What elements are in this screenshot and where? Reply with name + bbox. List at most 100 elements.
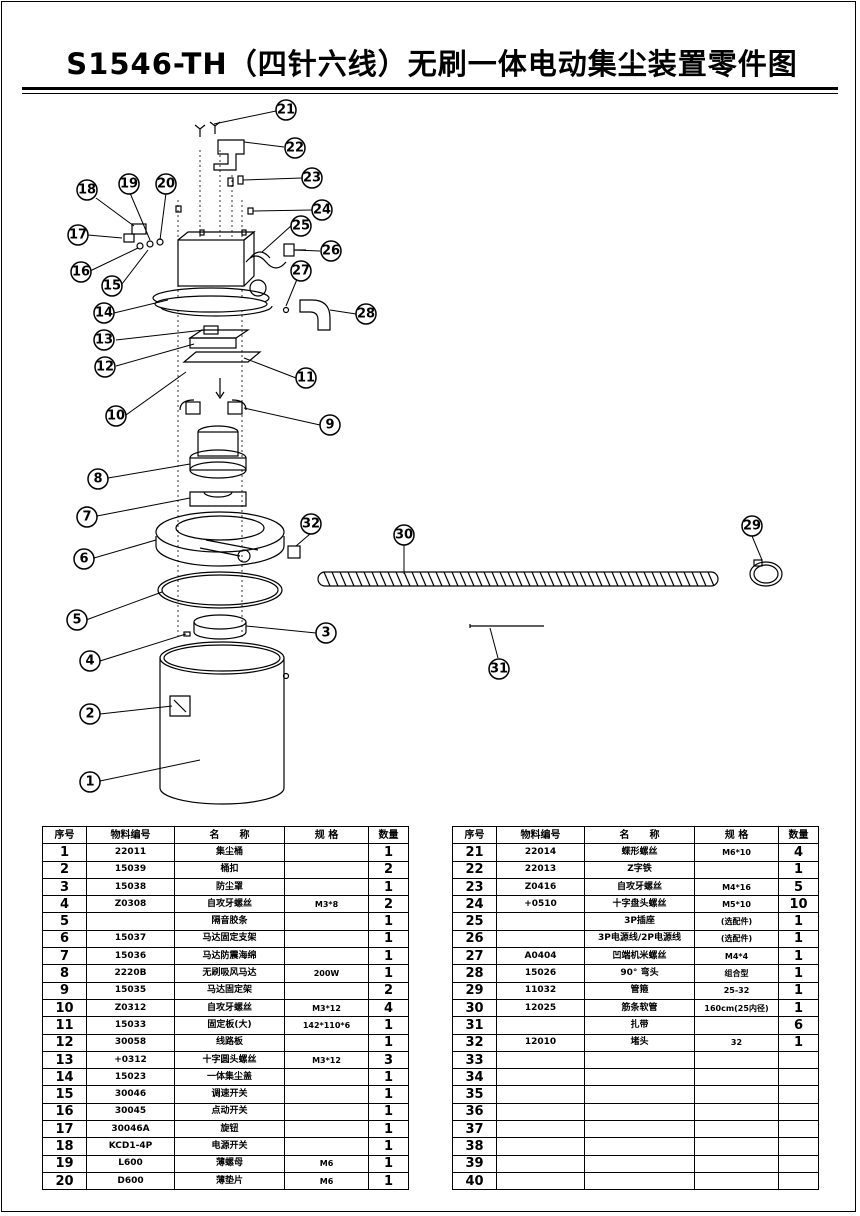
cell-spec: 160cm(25内径): [694, 998, 779, 1018]
svg-text:21: 21: [277, 103, 295, 118]
cell-no: 33: [452, 1050, 497, 1070]
cell-qty: 1: [368, 1016, 409, 1035]
callout-20: [155, 173, 177, 195]
cell-name: 电源开关: [174, 1137, 285, 1156]
cell-qty: [778, 1085, 819, 1104]
cell-name: 扎带: [584, 1016, 695, 1035]
svg-text:25: 25: [292, 219, 310, 234]
callout-15: [101, 275, 123, 297]
callout-25: [290, 215, 312, 237]
cell-qty: 1: [368, 1171, 409, 1191]
svg-text:5: 5: [72, 613, 81, 628]
cell-no: 18: [42, 1137, 87, 1156]
cell-spec: [694, 1137, 779, 1156]
header-qty: 数量: [778, 825, 819, 845]
cell-spec: [694, 1085, 779, 1104]
callout-21: [275, 99, 297, 121]
header-spec: 规 格: [284, 825, 369, 845]
dust-bucket: [159, 641, 290, 805]
cell-no: 34: [452, 1068, 497, 1087]
cell-name: [584, 1137, 695, 1156]
svg-text:31: 31: [490, 662, 508, 677]
cell-name: 十字圆头螺丝: [174, 1050, 285, 1070]
cell-code: KCD1-4P: [86, 1137, 175, 1156]
callout-31: [488, 658, 510, 680]
cell-spec: [694, 1016, 779, 1035]
svg-text:29: 29: [743, 519, 761, 534]
cell-spec: [284, 877, 369, 897]
header-spec: 规 格: [694, 825, 779, 845]
svg-text:22: 22: [286, 141, 304, 156]
cell-qty: [778, 1154, 819, 1173]
cell-code: Z0308: [86, 895, 175, 914]
ribbed-hose: [317, 571, 719, 587]
cell-name: 自攻牙螺丝: [174, 998, 285, 1018]
cell-no: 29: [452, 981, 497, 1000]
cell-no: 40: [452, 1171, 497, 1191]
cell-name: [584, 1050, 695, 1070]
wing-screws: [194, 121, 221, 137]
cell-name: 薄垫片: [174, 1171, 285, 1191]
callout-5: [66, 609, 88, 631]
cell-spec: M3*12: [284, 1050, 369, 1070]
svg-text:26: 26: [322, 244, 340, 259]
svg-text:16: 16: [72, 265, 90, 280]
motor: [189, 425, 247, 479]
cell-name: [584, 1120, 695, 1139]
cell-name: 凹端机米螺丝: [584, 947, 695, 966]
cell-qty: 2: [368, 860, 409, 879]
callout-26: [320, 240, 342, 262]
cell-name: [584, 1068, 695, 1087]
svg-text:28: 28: [357, 307, 375, 322]
cell-name: 固定板(大): [174, 1016, 285, 1035]
cell-code: 30046A: [86, 1120, 175, 1139]
page-title: S1546-TH（四针六线）无刷一体电动集尘装置零件图: [66, 47, 798, 81]
cell-no: 19: [42, 1154, 87, 1173]
cell-spec: [284, 929, 369, 949]
svg-text:23: 23: [303, 171, 321, 186]
table-row: 33: [452, 1050, 819, 1070]
table-row: 36: [452, 1102, 819, 1122]
cell-code: 12025: [496, 998, 585, 1018]
cell-qty: 1: [368, 929, 409, 949]
cell-no: 26: [452, 929, 497, 949]
cell-qty: 1: [368, 947, 409, 966]
cell-qty: 1: [368, 1102, 409, 1122]
cell-name: 防尘罩: [174, 877, 285, 897]
cell-code: [496, 1137, 585, 1156]
cell-name: 薄螺母: [174, 1154, 285, 1173]
switch-parts: [123, 223, 164, 250]
cell-code: 15033: [86, 1016, 175, 1035]
cell-qty: 3: [368, 1050, 409, 1070]
cell-name: 3P插座: [584, 912, 695, 931]
cell-name: 桶扣: [174, 860, 285, 879]
cell-qty: 4: [778, 843, 819, 862]
cell-name: 马达固定架: [174, 981, 285, 1000]
cell-code: [496, 1016, 585, 1035]
cell-spec: [284, 843, 369, 862]
cell-no: 23: [452, 877, 497, 897]
callout-14: [93, 302, 115, 324]
callout-28: [355, 303, 377, 325]
callout-12: [94, 356, 116, 378]
cell-spec: (选配件): [694, 912, 779, 931]
top-cover: [152, 230, 273, 317]
cell-code: 15037: [86, 929, 175, 949]
callout-7: [76, 506, 98, 528]
title-rule-thick: [22, 87, 838, 90]
cell-spec: [284, 1085, 369, 1104]
cell-qty: 1: [778, 947, 819, 966]
header-code: 物料编号: [496, 825, 585, 845]
